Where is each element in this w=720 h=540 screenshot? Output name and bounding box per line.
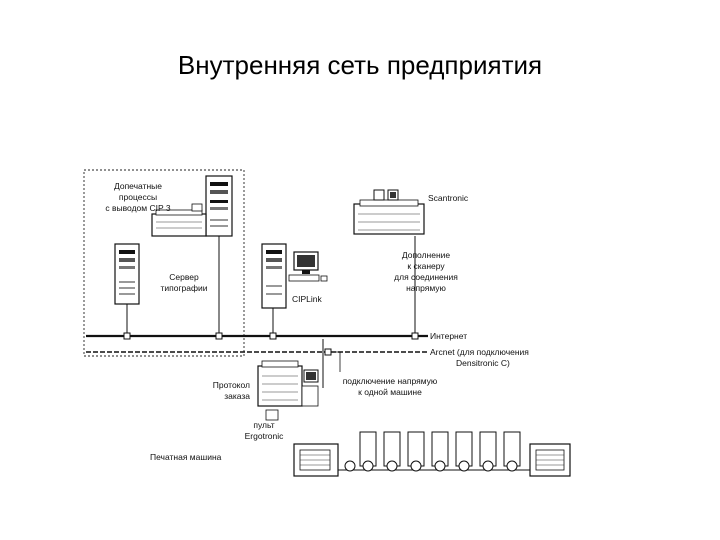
console-label-2: Ergotronic [245, 431, 284, 441]
order-protocol-label-1: Протокол [213, 380, 250, 390]
printing-press-icon [293, 431, 571, 477]
direct-connection-label-1: подключение напрямую [343, 376, 438, 386]
node-ciplink [269, 332, 277, 340]
arcnet-label-1: Arcnet (для подключения [430, 347, 529, 357]
scanner-addon-label-2: к сканеру [407, 261, 445, 271]
scanner-addon-label-3: для соединения [394, 272, 458, 282]
console-label-1: пульт [253, 420, 274, 430]
ctp-device-icon [151, 203, 207, 237]
node-prepress [215, 332, 223, 340]
scanner-addon-label-1: Дополнение [402, 250, 451, 260]
slide-title: Внутренняя сеть предприятия [177, 50, 543, 80]
node-server [123, 332, 131, 340]
internet-label: Интернет [430, 331, 467, 341]
prepress-label-1: Допечатные [114, 181, 162, 191]
node-arcnet [324, 348, 332, 356]
prepress-label-3: с выводом CIP 3 [105, 203, 170, 213]
scantronic-label: Scantronic [428, 193, 469, 203]
server-label-1: Сервер [169, 272, 199, 282]
scanner-addon-label-4: напрямую [406, 283, 446, 293]
press-label: Печатная машина [150, 452, 222, 462]
ergotronic-console-icon [257, 360, 319, 421]
prepress-zone-border [83, 169, 245, 357]
node-scanner [411, 332, 419, 340]
server-tower-icon [114, 243, 140, 305]
ciplink-workstation-icon [261, 243, 328, 309]
prepress-label-2: процессы [119, 192, 157, 202]
arcnet-label-2: Densitronic C) [456, 358, 510, 368]
direct-connection-label-2: к одной машине [358, 387, 422, 397]
scanner-desk-icon [353, 189, 425, 235]
prepress-tower-icon [205, 175, 233, 237]
order-protocol-label-2: заказа [224, 391, 250, 401]
ciplink-label: CIPLink [292, 294, 323, 304]
server-label-2: типографии [160, 283, 207, 293]
